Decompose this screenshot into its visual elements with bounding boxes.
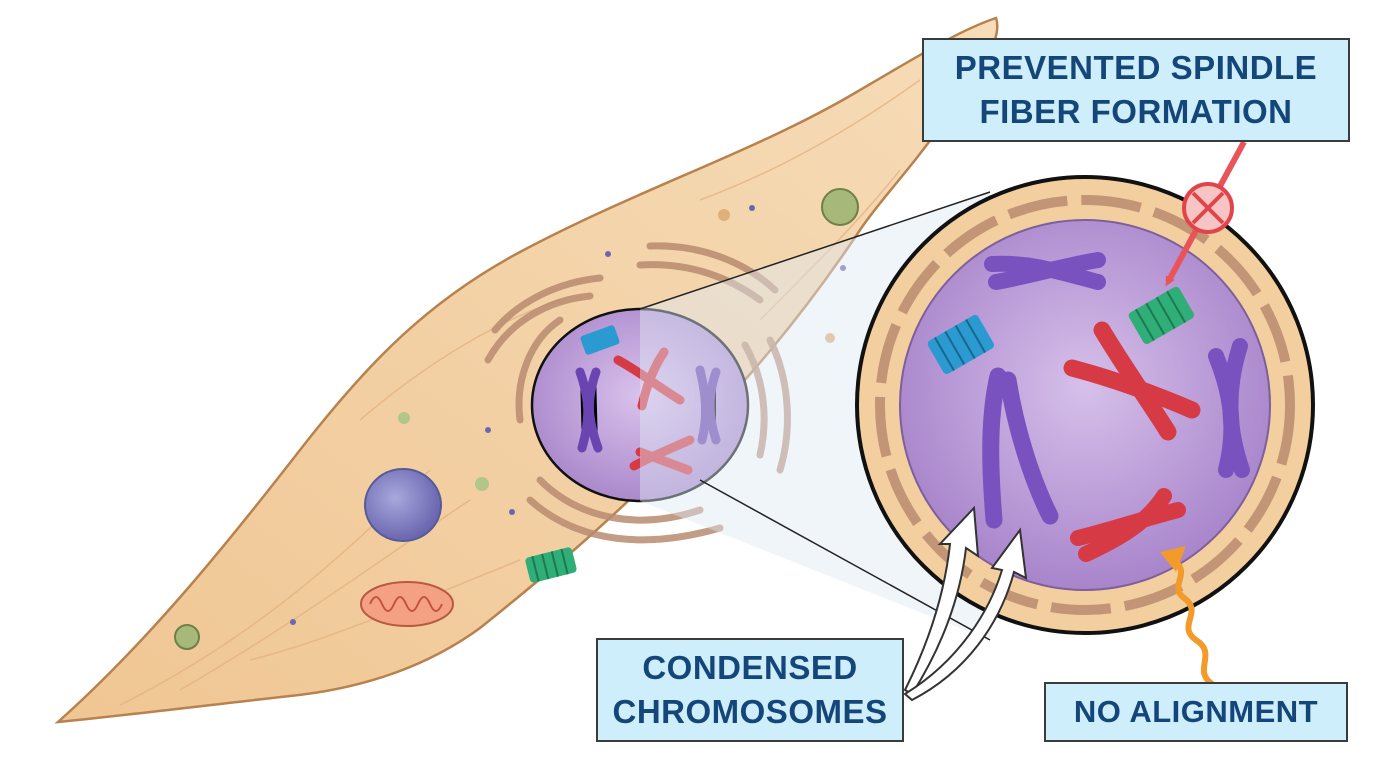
chromosome-small-red — [613, 347, 695, 475]
label-no-alignment-text: NO ALIGNMENT — [1073, 694, 1319, 729]
label-no-alignment: NO ALIGNMENT — [1044, 682, 1348, 742]
label-spindle-line1: PREVENTED SPINDLE — [954, 49, 1318, 86]
zoom-line-top — [639, 191, 991, 310]
centriole-zoom-blue — [927, 315, 995, 374]
chromosome-zoom-purple-top — [984, 252, 1106, 290]
centriole-small-blue — [580, 325, 620, 355]
label-prevented-spindle-fiber-formation: PREVENTED SPINDLE FIBER FORMATION — [922, 38, 1350, 142]
condensed-arrows — [903, 505, 1028, 702]
chromosome-zoom-red-bottom — [1070, 488, 1186, 562]
label-condensed-chromosomes: CONDENSED CHROMOSOMES — [596, 638, 904, 742]
mitochondrion — [360, 581, 454, 627]
label-condensed-line1: CONDENSED — [642, 649, 858, 686]
prohibit-icon — [1182, 182, 1234, 234]
no-alignment-arrow — [1160, 546, 1215, 687]
centriole-zoom-green — [1128, 286, 1195, 344]
endoplasmic-reticulum — [484, 242, 791, 544]
vesicles — [174, 188, 859, 650]
label-condensed-line2: CHROMOSOMES — [612, 693, 888, 730]
centriole-cell-green — [525, 547, 577, 583]
nucleus-small — [531, 308, 749, 502]
label-spindle-line2: FIBER FORMATION — [979, 93, 1293, 130]
chromosome-small-purple — [575, 365, 721, 453]
chromosome-zoom-red-center — [1063, 321, 1201, 441]
chromosome-zoom-purple-right — [1208, 338, 1250, 478]
nucleus-zoom — [855, 175, 1315, 635]
vacuole — [364, 468, 442, 542]
chromosome-zoom-purple-center — [982, 367, 1059, 529]
